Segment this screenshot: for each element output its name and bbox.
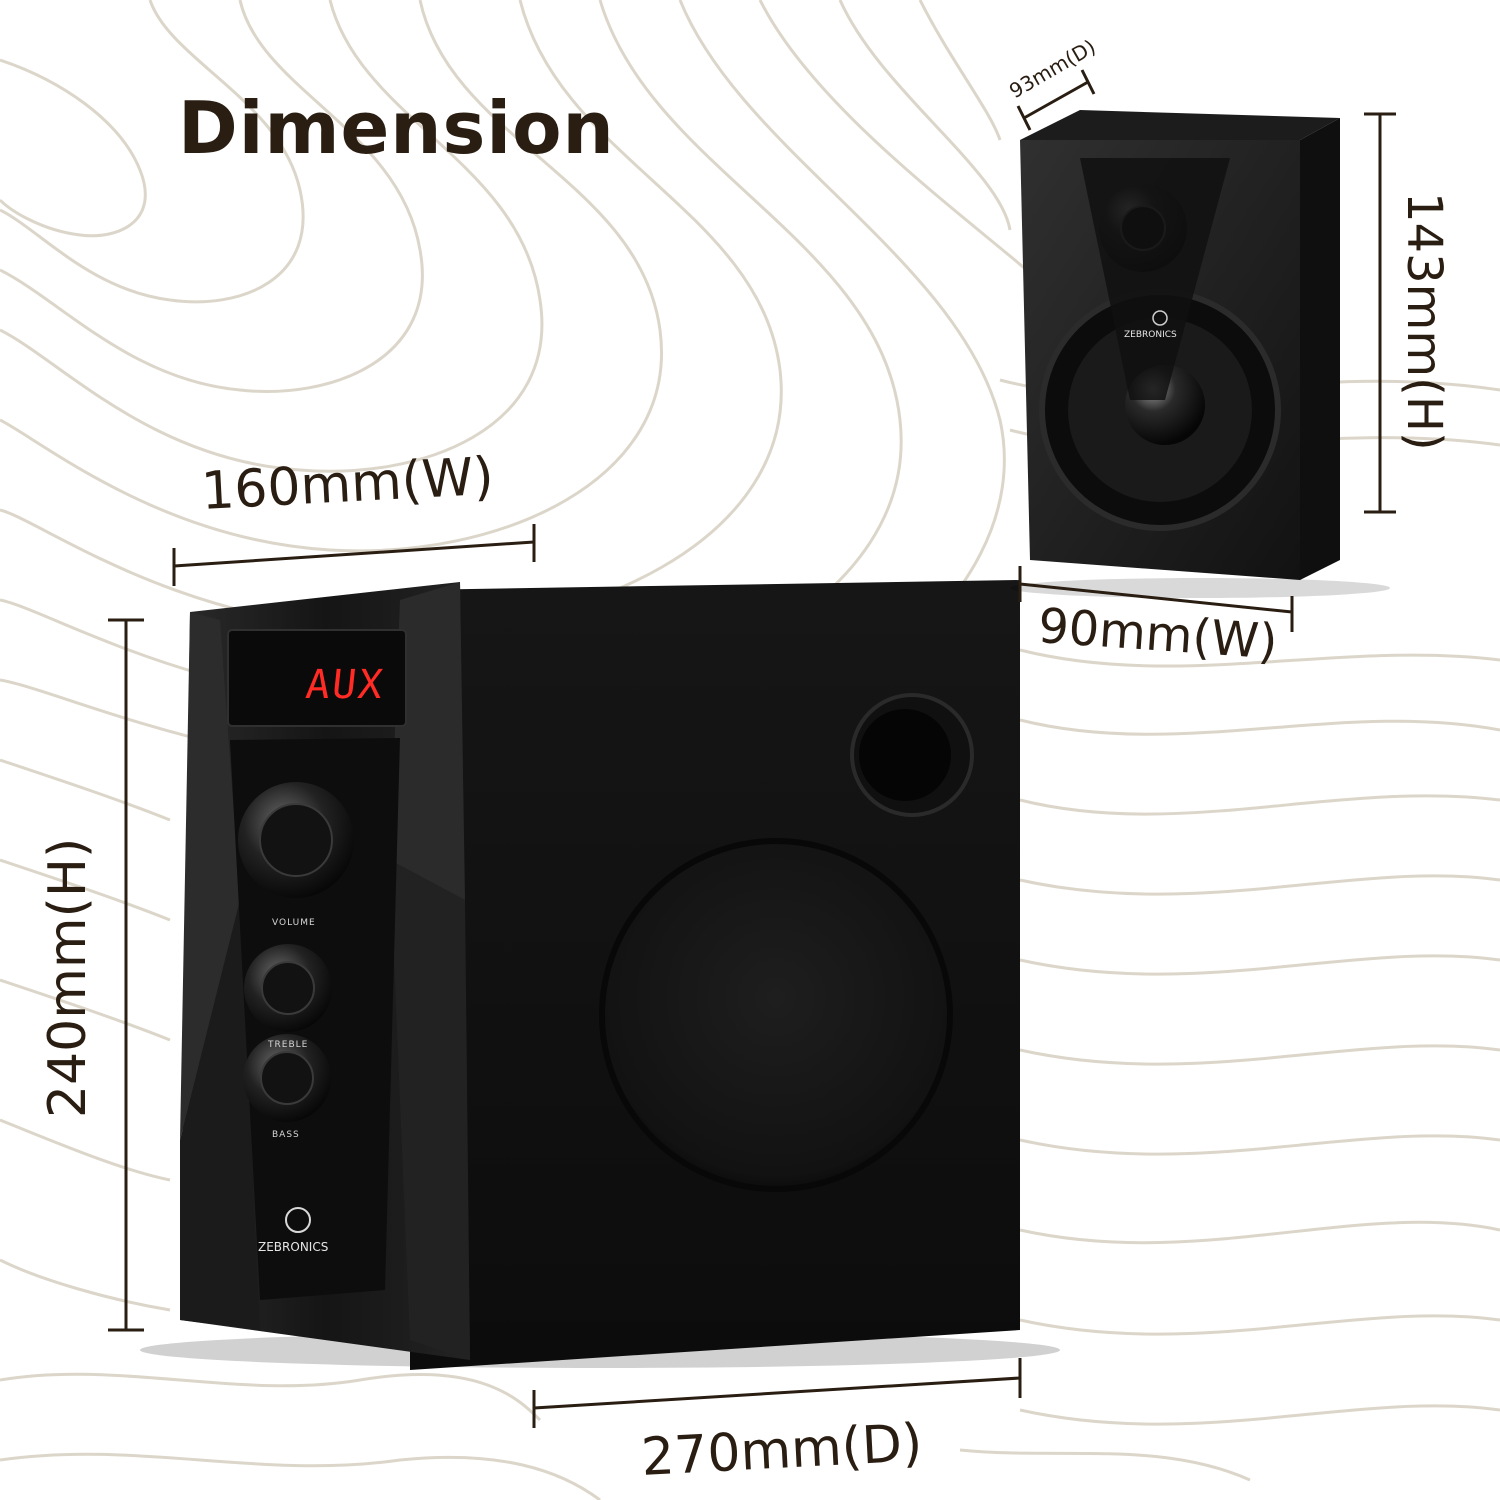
subwoofer-unit (140, 580, 1060, 1370)
subwoofer-brand-text: ZEBRONICS (258, 1240, 329, 1254)
subwoofer-depth-label: 270mm(D) (639, 1413, 924, 1488)
woofer-grille (599, 838, 953, 1192)
page-title: Dimension (178, 86, 615, 170)
satellite-unit (1010, 110, 1390, 598)
subwoofer-width-label: 160mm(W) (199, 446, 496, 522)
subwoofer-height-label: 240mm(H) (38, 837, 98, 1118)
satellite-brand-text: ZEBRONICS (1124, 330, 1177, 340)
display-readout: AUX (303, 662, 387, 708)
dimension-lines (108, 69, 1396, 1428)
knob-label-treble: TREBLE (268, 1040, 309, 1050)
satellite-logo-icon (1152, 310, 1168, 326)
satellite-height-label: 143mm(H) (1396, 192, 1452, 451)
brand-logo-icon (285, 1207, 311, 1233)
knob-label-volume: VOLUME (272, 918, 316, 928)
display-window (227, 629, 407, 727)
knob-label-bass: BASS (272, 1130, 300, 1140)
